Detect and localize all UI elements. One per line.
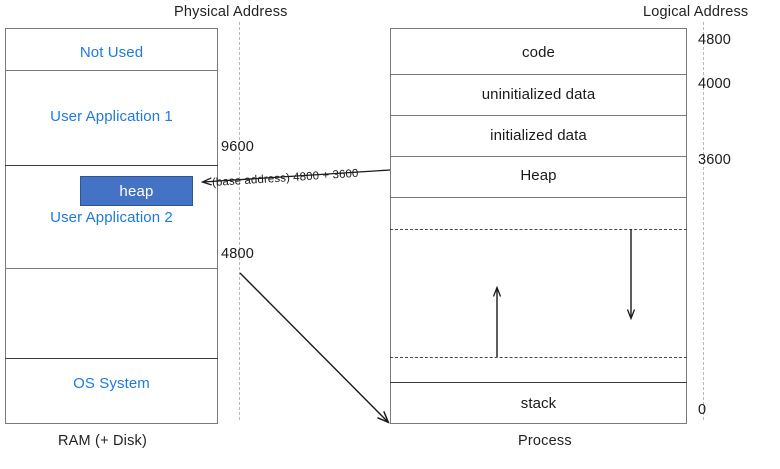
base-address-note: (base address) 4800 + 3600 [211,167,359,189]
ram-heap-label: heap [119,182,154,200]
process-row-label-stack: stack [520,395,557,412]
process-row-label-uninitialized-data: uninitialized data [481,86,596,103]
logical-address-header: Logical Address [643,4,749,20]
logical-address-guide-line [703,22,704,420]
logical-address-3600: 3600 [698,152,732,168]
process-stack-boundary-dashed [390,357,687,358]
process-heap-boundary-dashed [390,229,687,230]
process-divider-3 [390,156,687,157]
process-divider-5 [390,382,687,383]
base-address-origin-arrow [239,272,388,422]
process-divider-1 [390,74,687,75]
ram-heap-block: heap [80,176,193,206]
logical-address-0: 0 [698,402,707,418]
ram-divider-1 [5,70,218,71]
logical-address-4000: 4000 [698,76,732,92]
physical-address-4800: 4800 [221,246,255,262]
ram-divider-3 [5,268,218,269]
ram-divider-4 [5,358,218,359]
physical-address-header: Physical Address [174,4,288,20]
ram-divider-2 [5,165,218,166]
ram-row-label-user-application-1: User Application 1 [50,108,173,125]
process-row-label-initialized-data: initialized data [490,127,587,144]
process-divider-4 [390,197,687,198]
logical-address-4800: 4800 [698,32,732,48]
ram-row-label-os-system: OS System [73,375,150,392]
physical-address-9600: 9600 [221,139,255,155]
process-divider-2 [390,115,687,116]
ram-row-label-user-application-2: User Application 2 [50,209,173,226]
ram-caption: RAM (+ Disk) [58,433,147,449]
ram-frame [5,28,218,424]
process-frame [390,28,687,424]
process-caption: Process [518,433,572,449]
process-row-label-code: code [522,44,555,61]
process-row-label-heap: Heap [520,167,557,184]
physical-address-guide-line [239,22,240,420]
ram-row-label-not-used: Not Used [79,44,144,61]
